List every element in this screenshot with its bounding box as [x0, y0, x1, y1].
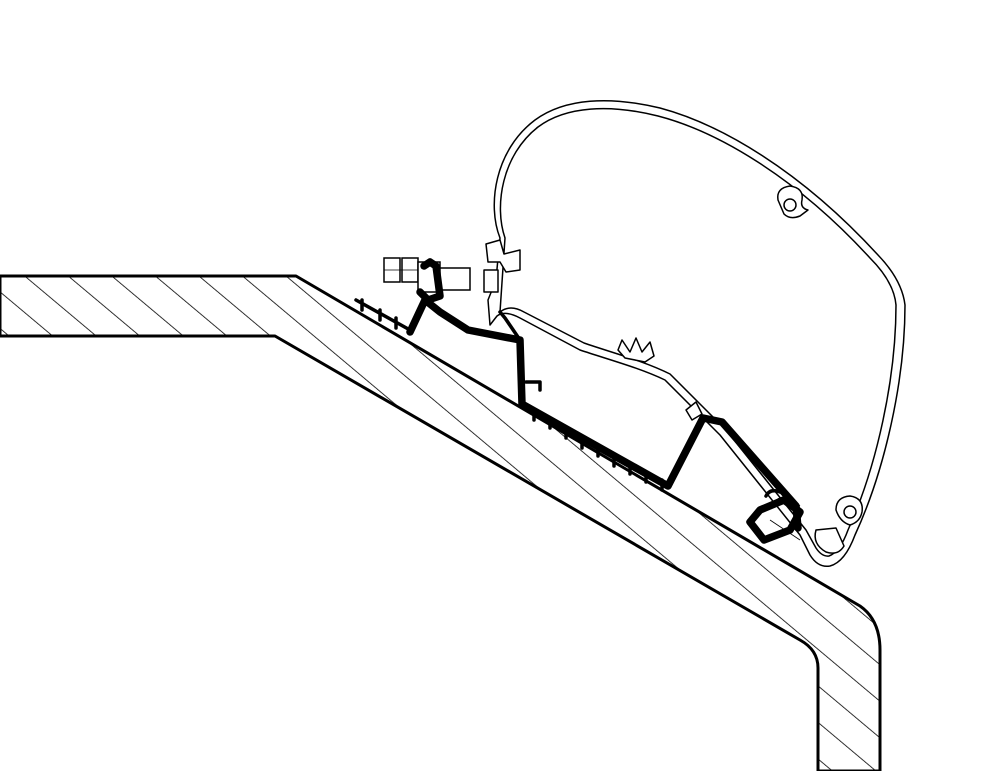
awning-case: [483, 99, 906, 568]
awning-rear-hook: [485, 239, 521, 273]
awning-mid-rib: [617, 337, 655, 363]
awning-front-lip: [814, 527, 845, 554]
upper-keder-channel: [783, 198, 797, 212]
bolt-assembly: [383, 257, 471, 304]
lower-keder-channel: [843, 505, 857, 519]
bolt-shaft: [439, 267, 471, 291]
adapter-rail-tab: [498, 310, 542, 392]
reference-lines: [721, 423, 801, 541]
adapter-rail-flange: [354, 298, 412, 332]
roof-inner-edge: [0, 334, 820, 771]
awning-case-inner: [499, 107, 897, 557]
adapter-rail-serrations: [532, 408, 664, 492]
adapter-front-clip: [746, 496, 804, 544]
adapter-bolt-channel: [416, 258, 444, 304]
awning-hook-tab: [483, 269, 499, 293]
front-clip-hook: [764, 488, 792, 504]
ref-line-front: [721, 423, 801, 507]
awning-lower-tab: [685, 401, 703, 421]
ref-line-clip: [769, 519, 801, 541]
